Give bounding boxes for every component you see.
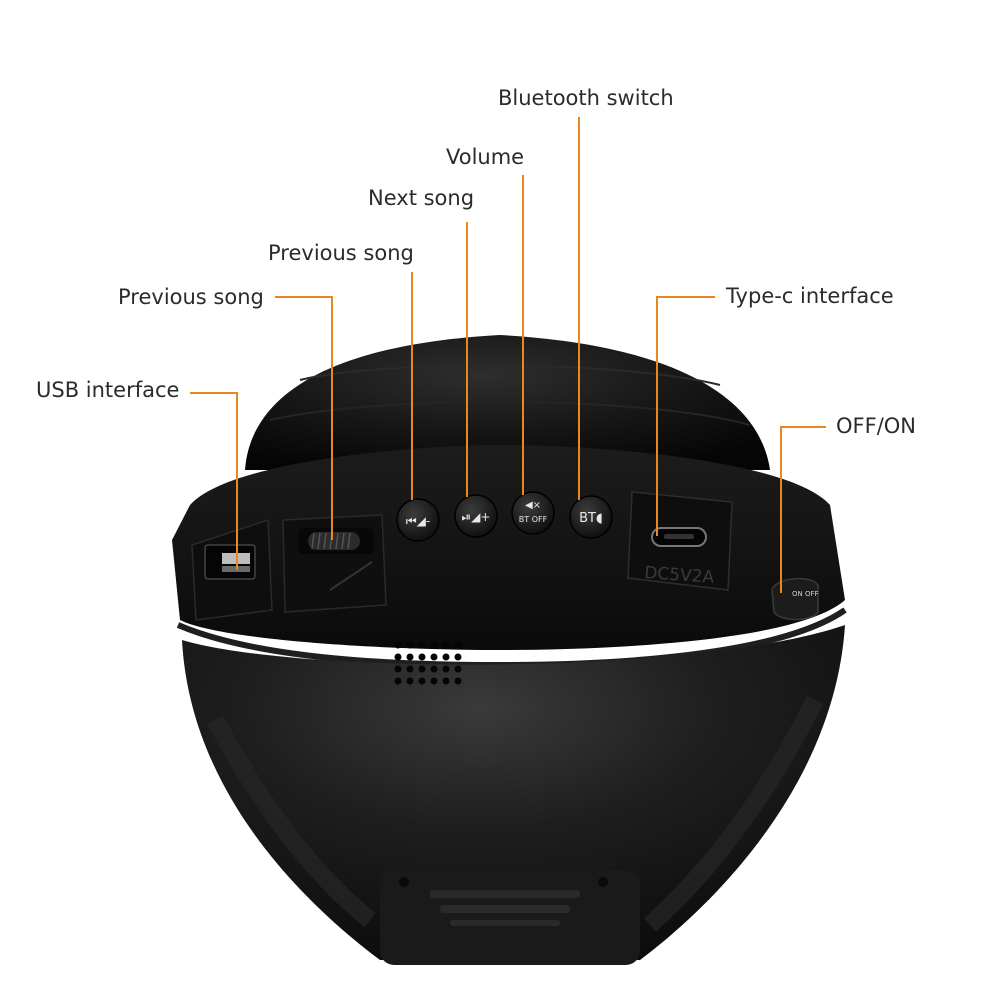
- label-previous-song-wheel: Previous song: [118, 285, 264, 309]
- type-c-port: DC5V2A: [627, 491, 733, 591]
- svg-text:◀×: ◀×: [525, 500, 541, 511]
- svg-text:BT◖: BT◖: [579, 511, 603, 526]
- svg-text:BT OFF: BT OFF: [519, 515, 548, 524]
- label-typec-interface: Type-c interface: [726, 284, 894, 308]
- next-song-button[interactable]: ⏯◢+: [454, 494, 498, 538]
- speaker-body: [182, 625, 845, 960]
- mic-grille: [394, 641, 462, 685]
- svg-text:⏯◢+: ⏯◢+: [462, 510, 491, 524]
- power-rating-marking: DC5V2A: [644, 563, 715, 588]
- svg-text:ON OFF: ON OFF: [792, 590, 819, 598]
- control-band: [172, 445, 845, 650]
- label-usb-interface: USB interface: [36, 378, 180, 402]
- label-volume: Volume: [446, 145, 525, 169]
- label-off-on: OFF/ON: [836, 414, 917, 438]
- bluetooth-switch-button[interactable]: BT◖: [569, 495, 613, 539]
- label-bluetooth-switch: Bluetooth switch: [498, 86, 674, 110]
- power-switch[interactable]: ON OFF: [771, 577, 819, 621]
- previous-song-wheel[interactable]: [282, 514, 387, 613]
- label-next-song: Next song: [368, 186, 475, 210]
- leader-lines: [190, 117, 826, 593]
- previous-song-button[interactable]: ⏮◢-: [396, 498, 440, 542]
- label-previous-song-button: Previous song: [268, 241, 414, 265]
- volume-button[interactable]: ◀× BT OFF: [511, 491, 555, 535]
- svg-text:⏮◢-: ⏮◢-: [406, 514, 430, 528]
